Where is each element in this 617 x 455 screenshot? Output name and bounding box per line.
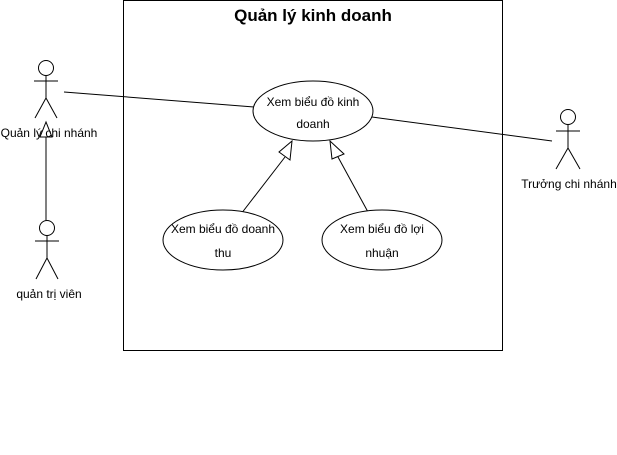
system-title: Quản lý kinh doanh — [234, 6, 392, 25]
actor-branch-head: Trưởng chi nhánh — [521, 109, 617, 191]
use-case-profit-chart: Xem biểu đồ lợi nhuận — [321, 209, 443, 271]
use-case-business-chart: Xem biểu đồ kinh doanh — [252, 80, 374, 142]
relationships — [39, 91, 553, 220]
actor-admin: quản trị viên — [16, 220, 82, 301]
generalization-profit-arrowhead — [329, 139, 345, 160]
use-case-ellipse — [162, 209, 284, 271]
actor-label: Quản lý chi nhánh — [1, 126, 98, 140]
use-case-label-line-2: doanh — [296, 117, 329, 131]
association-business-chart-branch-head — [371, 116, 553, 142]
generalization-revenue-arrowhead — [278, 139, 293, 161]
generalization-revenue-line — [240, 156, 286, 215]
use-case-label-line-1: Xem biểu đồ lợi — [340, 222, 424, 236]
stick-figure-icon — [555, 109, 581, 170]
use-case-revenue-chart: Xem biểu đồ doanh thu — [162, 209, 284, 271]
actor-branch-manager: Quản lý chi nhánh — [1, 60, 98, 140]
stick-figure-icon — [35, 220, 59, 280]
association-branch-manager-business-chart — [63, 91, 255, 108]
use-case-ellipse — [321, 209, 443, 271]
use-case-ellipse — [252, 80, 374, 142]
system-boundary: Quản lý kinh doanh — [123, 0, 503, 351]
generalization-profit-line — [337, 156, 369, 213]
use-case-label-line-1: Xem biểu đồ doanh — [171, 222, 275, 236]
use-case-label-line-2: thu — [215, 246, 232, 260]
actor-label: quản trị viên — [16, 287, 81, 301]
system-boundary-box — [123, 0, 503, 351]
stick-figure-icon — [34, 60, 58, 119]
generalization-admin-arrowhead — [39, 120, 53, 138]
actor-label: Trưởng chi nhánh — [521, 177, 617, 191]
use-case-label-line-1: Xem biểu đồ kinh — [267, 95, 360, 109]
use-case-label-line-2: nhuận — [365, 246, 398, 260]
